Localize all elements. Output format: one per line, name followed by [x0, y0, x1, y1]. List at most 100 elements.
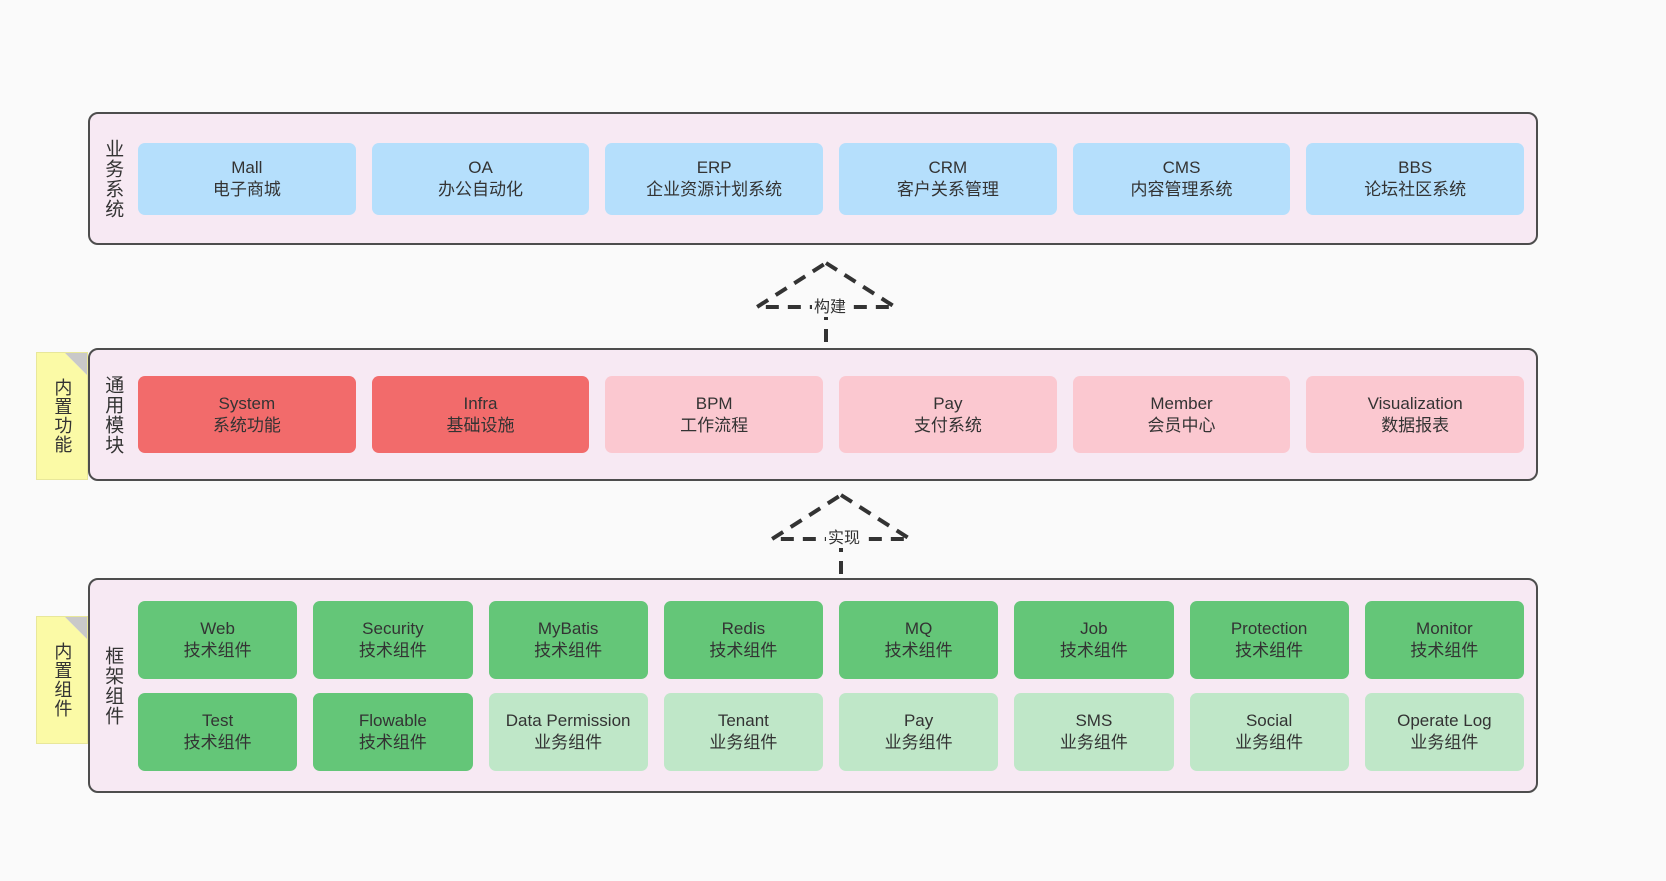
- node-subtitle: 工作流程: [680, 415, 749, 435]
- node-subtitle: 技术组件: [358, 732, 427, 752]
- node-name: Security: [362, 618, 424, 638]
- layer-body-framework-component: Web 技术组件 Security 技术组件 MyBatis 技术组件 Redi…: [134, 580, 1536, 791]
- node-name: Social: [1245, 710, 1293, 730]
- node-subtitle: 技术组件: [534, 640, 603, 660]
- node-job[interactable]: Job 技术组件: [1014, 600, 1174, 679]
- node-subtitle: 业务组件: [884, 732, 953, 752]
- node-name: Operate Log: [1397, 710, 1492, 730]
- node-subtitle: 技术组件: [709, 640, 778, 660]
- node-subtitle: 业务组件: [709, 732, 778, 752]
- node-erp[interactable]: ERP 企业资源计划系统: [605, 142, 824, 215]
- node-operate-log[interactable]: Operate Log 业务组件: [1364, 692, 1524, 771]
- node-name: Pay: [903, 710, 934, 730]
- node-cms[interactable]: CMS 内容管理系统: [1072, 142, 1291, 215]
- node-row: Mall 电子商城 OA 办公自动化 ERP 企业资源计划系统 CRM 客户关系…: [138, 142, 1525, 215]
- node-subtitle: 数据报表: [1381, 415, 1450, 435]
- node-name: Redis: [721, 618, 766, 638]
- note-builtin-component: 内置组件: [36, 616, 88, 744]
- node-subtitle: 技术组件: [183, 732, 252, 752]
- node-data-permission[interactable]: Data Permission 业务组件: [488, 692, 648, 771]
- node-bbs[interactable]: BBS 论坛社区系统: [1306, 142, 1525, 215]
- node-name: BPM: [695, 393, 733, 413]
- node-monitor[interactable]: Monitor 技术组件: [1364, 600, 1524, 679]
- node-name: MQ: [904, 618, 933, 638]
- node-name: ERP: [696, 157, 732, 177]
- node-name: SMS: [1075, 710, 1113, 730]
- node-security[interactable]: Security 技术组件: [313, 600, 473, 679]
- layer-body-common-module: System 系统功能 Infra 基础设施 BPM 工作流程 Pay 支付系统…: [134, 350, 1536, 479]
- node-name: Data Permission: [505, 710, 631, 730]
- node-subtitle: 业务组件: [534, 732, 603, 752]
- node-name: System: [218, 393, 276, 413]
- node-pay-component[interactable]: Pay 业务组件: [839, 692, 999, 771]
- node-mq[interactable]: MQ 技术组件: [839, 600, 999, 679]
- node-row: System 系统功能 Infra 基础设施 BPM 工作流程 Pay 支付系统…: [138, 376, 1525, 453]
- node-subtitle: 业务组件: [1410, 732, 1479, 752]
- node-name: CMS: [1162, 157, 1201, 177]
- node-name: OA: [468, 157, 493, 177]
- node-name: CRM: [928, 157, 968, 177]
- note-label: 内置功能: [52, 378, 73, 454]
- node-redis[interactable]: Redis 技术组件: [663, 600, 823, 679]
- node-name: Web: [200, 618, 235, 638]
- node-protection[interactable]: Protection 技术组件: [1189, 600, 1349, 679]
- node-subtitle: 电子商城: [212, 179, 281, 199]
- node-pay-module[interactable]: Pay 支付系统: [839, 376, 1057, 453]
- node-subtitle: 内容管理系统: [1130, 179, 1233, 199]
- node-web[interactable]: Web 技术组件: [138, 600, 298, 679]
- layer-framework-component: 框架组件 Web 技术组件 Security 技术组件 MyBatis 技术组件…: [88, 578, 1538, 793]
- node-mall[interactable]: Mall 电子商城: [138, 142, 356, 215]
- node-name: BBS: [1398, 157, 1433, 177]
- node-subtitle: 基础设施: [446, 415, 515, 435]
- node-subtitle: 企业资源计划系统: [646, 179, 783, 199]
- connector-build-label: 构建: [812, 293, 849, 317]
- layer-business-system: 业务系统 Mall 电子商城 OA 办公自动化 ERP 企业资源计划系统 CRM…: [88, 112, 1538, 245]
- node-bpm[interactable]: BPM 工作流程: [605, 376, 824, 453]
- layer-body-business-system: Mall 电子商城 OA 办公自动化 ERP 企业资源计划系统 CRM 客户关系…: [134, 114, 1536, 243]
- node-name: Protection: [1230, 618, 1308, 638]
- node-system[interactable]: System 系统功能: [138, 376, 356, 453]
- node-row: Web 技术组件 Security 技术组件 MyBatis 技术组件 Redi…: [138, 600, 1524, 679]
- node-name: Test: [202, 710, 234, 730]
- node-subtitle: 论坛社区系统: [1364, 179, 1467, 199]
- node-tenant[interactable]: Tenant 业务组件: [663, 692, 823, 771]
- node-name: Infra: [463, 393, 498, 413]
- node-name: Pay: [933, 393, 963, 413]
- node-name: Job: [1080, 618, 1108, 638]
- node-subtitle: 业务组件: [1059, 732, 1128, 752]
- node-subtitle: 技术组件: [358, 640, 427, 660]
- node-test[interactable]: Test 技术组件: [138, 692, 298, 771]
- node-oa[interactable]: OA 办公自动化: [371, 142, 590, 215]
- node-subtitle: 支付系统: [913, 415, 982, 435]
- node-crm[interactable]: CRM 客户关系管理: [839, 142, 1057, 215]
- node-subtitle: 客户关系管理: [896, 179, 999, 199]
- node-subtitle: 办公自动化: [438, 179, 523, 199]
- node-visualization[interactable]: Visualization 数据报表: [1306, 376, 1525, 453]
- node-flowable[interactable]: Flowable 技术组件: [313, 692, 473, 771]
- node-row: Test 技术组件 Flowable 技术组件 Data Permission …: [138, 692, 1524, 771]
- node-name: Mall: [231, 157, 263, 177]
- node-subtitle: 技术组件: [1410, 640, 1479, 660]
- note-label: 内置组件: [52, 642, 73, 718]
- node-name: Monitor: [1416, 618, 1473, 638]
- node-member[interactable]: Member 会员中心: [1072, 376, 1291, 453]
- node-name: Flowable: [358, 710, 427, 730]
- node-subtitle: 技术组件: [183, 640, 252, 660]
- layer-title-business-system: 业务系统: [102, 138, 124, 219]
- node-sms[interactable]: SMS 业务组件: [1014, 692, 1174, 771]
- node-social[interactable]: Social 业务组件: [1189, 692, 1349, 771]
- node-name: Visualization: [1367, 393, 1463, 413]
- node-name: MyBatis: [537, 618, 599, 638]
- node-name: Member: [1150, 393, 1213, 413]
- node-subtitle: 技术组件: [884, 640, 953, 660]
- layer-title-common-module: 通用模块: [102, 374, 124, 455]
- node-subtitle: 系统功能: [212, 415, 281, 435]
- node-subtitle: 会员中心: [1147, 415, 1216, 435]
- layer-title-framework-component: 框架组件: [102, 645, 124, 726]
- node-subtitle: 技术组件: [1059, 640, 1128, 660]
- node-name: Tenant: [717, 710, 769, 730]
- node-mybatis[interactable]: MyBatis 技术组件: [488, 600, 648, 679]
- node-subtitle: 技术组件: [1235, 640, 1304, 660]
- node-infra[interactable]: Infra 基础设施: [371, 376, 590, 453]
